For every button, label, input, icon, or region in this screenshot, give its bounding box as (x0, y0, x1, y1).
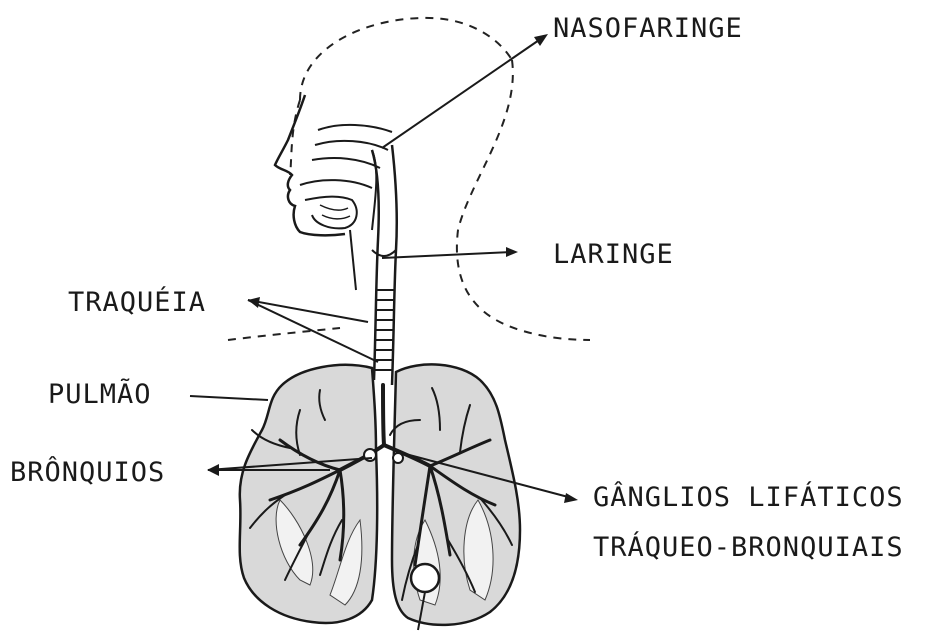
right-lung (392, 364, 520, 624)
label-pulmao: PULMÃO (48, 378, 152, 410)
label-laringe: LARINGE (553, 239, 674, 270)
head-outline (228, 18, 590, 340)
label-nasofaringe: NASOFARINGE (553, 13, 743, 44)
trachea-tube (350, 145, 397, 385)
label-bronquios: BRÔNQUIOS (10, 456, 165, 488)
label-traqueia: TRAQUÉIA (68, 286, 206, 318)
lymph-node-circle (411, 564, 439, 592)
label-ganglios-line1: GÂNGLIOS LIFÁTICOS (593, 481, 904, 513)
label-ganglios-line2: TRÁQUEO-BRONQUIAIS (593, 531, 904, 563)
